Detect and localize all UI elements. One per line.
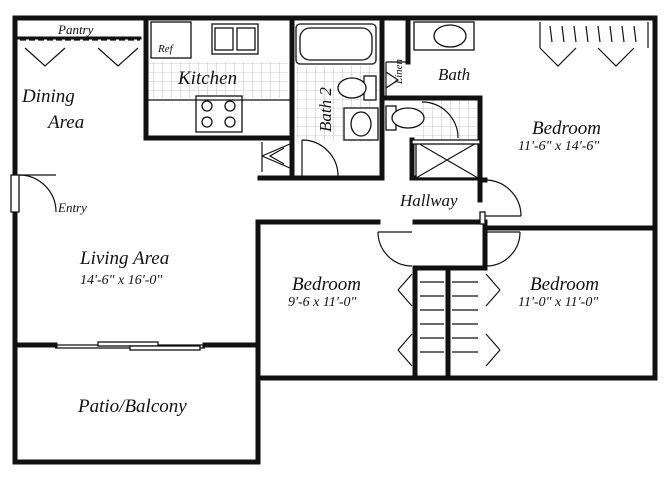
kitchen-label: Kitchen [177, 68, 237, 89]
dining-label-line1: Dining [21, 86, 75, 107]
hallway-label: Hallway [399, 191, 458, 210]
entry-label: Entry [57, 200, 87, 215]
bedroom-master-size: 11'-6" x 14'-6" [518, 139, 599, 154]
pantry-label: Pantry [57, 22, 94, 37]
interior-walls [12, 15, 658, 381]
living-area-label: Living Area [79, 248, 169, 269]
patio-label: Patio/Balcony [77, 396, 187, 417]
fixtures [148, 21, 481, 179]
kitchen-tile-floor [148, 62, 288, 98]
dining-label-line2: Area [46, 112, 84, 133]
bedroom-2-label: Bedroom [292, 274, 361, 295]
room-labels: Pantry Ref Kitchen Dining Area Bath 2 Li… [21, 22, 601, 417]
bath2-label: Bath 2 [316, 87, 335, 132]
exterior-walls [12, 15, 658, 465]
bath-tile-floor [415, 98, 477, 140]
bedroom-3-size: 11'-0" x 11'-0" [518, 295, 598, 310]
bedroom-2-size: 9'-6 x 11'-0" [288, 295, 356, 310]
linen-label: Linen [393, 58, 405, 85]
bath-label: Bath [438, 65, 470, 84]
living-area-size: 14'-6" x 16'-0" [80, 273, 162, 288]
bedroom-master-label: Bedroom [532, 118, 601, 139]
bedroom-3-label: Bedroom [530, 274, 599, 295]
doors [10, 22, 649, 367]
ref-label: Ref [157, 43, 175, 55]
